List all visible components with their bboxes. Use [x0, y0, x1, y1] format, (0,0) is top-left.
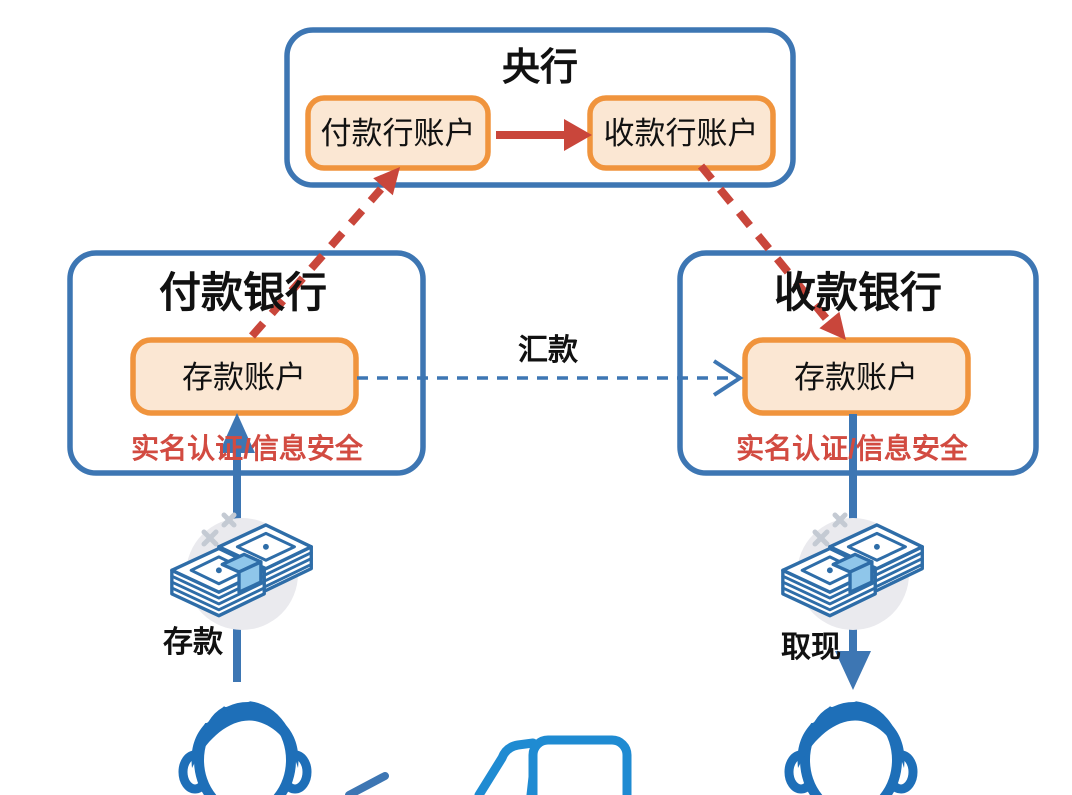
user-icon — [183, 699, 307, 795]
payer-bank-title: 付款银行 — [159, 269, 327, 316]
withdraw-label: 取现 — [781, 631, 841, 664]
payer-security-note: 实名认证/信息安全 — [131, 432, 364, 464]
payer-bank-account-label: 付款行账户 — [321, 116, 476, 151]
payee-bank-account-box — [587, 95, 776, 171]
banknotes-icon — [783, 515, 922, 630]
central-bank-box — [284, 27, 796, 188]
banknotes-icon — [172, 515, 311, 630]
deposit-label: 存款 — [163, 626, 224, 659]
central-bank-title: 央行 — [502, 47, 578, 89]
clearing-up-arrow — [248, 167, 400, 339]
payee-bank-account-label: 收款行账户 — [604, 116, 759, 151]
payee-deposit-account-box — [742, 337, 971, 416]
clearing-down-arrow — [697, 163, 846, 340]
handover-arrow-fragment — [345, 772, 389, 795]
settlement-arrow — [496, 119, 592, 151]
payee-deposit-account-label: 存款账户 — [794, 360, 918, 395]
payer-bank-box — [67, 250, 426, 476]
payer-deposit-account-box — [130, 337, 359, 416]
documents-icon — [474, 735, 632, 795]
payee-security-note: 实名认证/信息安全 — [736, 432, 969, 464]
payee-bank-box — [677, 250, 1039, 476]
payee-bank-title: 收款银行 — [774, 269, 942, 316]
payer-deposit-account-label: 存款账户 — [182, 360, 306, 395]
remittance-arrow — [357, 359, 744, 397]
remittance-label: 汇款 — [518, 334, 579, 367]
user-icon — [789, 699, 913, 795]
